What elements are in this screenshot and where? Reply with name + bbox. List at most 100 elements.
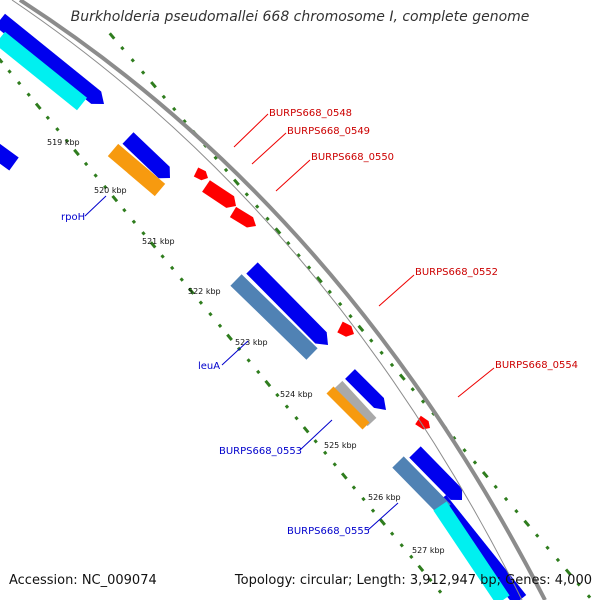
tick-mark [332, 462, 337, 467]
cds-rpoh-blue[interactable] [122, 132, 171, 179]
tick-mark [514, 509, 519, 514]
tick-mark [45, 115, 50, 120]
tick-mark [160, 254, 165, 259]
tick-mark [130, 58, 135, 63]
label-burps668-0554[interactable]: BURPS668_0554 [495, 360, 578, 371]
tick-mark [555, 557, 561, 563]
tick-mark [437, 589, 443, 594]
scale-label-524: 524 kbp [280, 390, 313, 399]
label-burps668-0549[interactable]: BURPS668_0549 [287, 126, 370, 137]
tick-mark [140, 70, 146, 75]
tick-mark [399, 543, 404, 548]
tick-mark [217, 323, 223, 328]
tick-mark [182, 119, 187, 124]
label-burps668-0550[interactable]: BURPS668_0550 [311, 152, 394, 163]
tick-mark [161, 94, 167, 100]
tick-mark [351, 485, 357, 490]
tick-mark [7, 69, 12, 74]
scale-label-523: 523 kbp [235, 338, 268, 347]
tick-mark [64, 138, 70, 144]
tick-mark [564, 568, 572, 576]
label-burps668-0553[interactable]: BURPS668_0553 [219, 446, 302, 457]
tick-mark [315, 276, 323, 284]
tick-mark [389, 362, 395, 368]
tick-mark [169, 265, 175, 271]
tick-mark [357, 324, 365, 333]
tick-mark [586, 594, 592, 599]
cds-upper-blue[interactable] [0, 13, 104, 104]
tick-mark [226, 333, 233, 341]
tick-mark [246, 358, 251, 363]
tick-mark [313, 439, 318, 444]
scale-label-521: 521 kbp [142, 237, 175, 246]
tick-mark [462, 448, 467, 453]
tick-mark [327, 289, 332, 295]
cds-burps668-0549[interactable] [202, 180, 236, 208]
tick-mark [398, 373, 406, 381]
tick-mark [122, 208, 127, 213]
tick-mark [233, 178, 240, 186]
tick-mark [348, 314, 353, 319]
tick-mark [131, 219, 137, 224]
tick-mark [265, 216, 270, 221]
genome-summary-text: Topology: circular; Length: 3,912,947 bp… [234, 573, 592, 588]
tick-mark [254, 204, 260, 209]
label-burps668-0552[interactable]: BURPS668_0552 [415, 267, 498, 278]
tick-mark [103, 184, 108, 190]
tick-mark [0, 57, 4, 64]
cds-0553-orange[interactable] [326, 386, 370, 430]
tick-mark [523, 519, 531, 528]
cds-leua-blue[interactable] [246, 262, 328, 345]
cds-burps668-0550[interactable] [229, 206, 256, 228]
tick-mark [323, 450, 328, 456]
scale-label-525: 525 kbp [324, 441, 357, 450]
tick-mark [296, 253, 301, 258]
tick-mark [409, 554, 414, 560]
tick-mark [284, 404, 290, 409]
tick-mark [493, 484, 498, 490]
tick-mark [452, 435, 457, 441]
tick-mark [150, 81, 157, 89]
tick-mark [256, 369, 261, 375]
scale-label-520: 520 kbp [94, 186, 127, 195]
tick-mark [306, 265, 312, 270]
tick-mark [179, 277, 184, 282]
cds-upper-blue-b[interactable] [0, 142, 19, 171]
label-burps668-0548[interactable]: BURPS668_0548 [269, 108, 352, 119]
blue-labels: rpoH leuA BURPS668_0553 BURPS668_0555 [61, 212, 370, 537]
tick-mark [108, 32, 116, 40]
tick-mark [55, 127, 60, 132]
rna-0555-cyan[interactable] [433, 501, 510, 600]
scale-label-527: 527 kbp [412, 546, 445, 555]
label-burps668-0555[interactable]: BURPS668_0555 [287, 526, 370, 537]
label-leua[interactable]: leuA [198, 361, 220, 372]
tick-mark [337, 301, 343, 307]
accession-text: Accession: NC_009074 [9, 573, 157, 588]
tick-mark [111, 195, 119, 203]
tick-mark [120, 45, 125, 51]
tick-mark [223, 167, 229, 173]
tick-mark [93, 173, 98, 178]
tick-mark [379, 350, 384, 355]
tick-mark [481, 471, 489, 479]
rna-upper-cyan[interactable] [0, 31, 87, 111]
red-labels: BURPS668_0548 BURPS668_0549 BURPS668_055… [269, 108, 578, 371]
cds-0555-blue[interactable] [409, 446, 463, 500]
tick-mark [472, 460, 478, 465]
cds-rpoh-orange[interactable] [107, 143, 166, 197]
cds-0555-bluegray[interactable] [392, 456, 451, 516]
cds-0553-blue[interactable] [345, 369, 386, 410]
backbone-inner [11, 0, 523, 600]
cds-leua-bluegray[interactable] [230, 274, 318, 360]
tick-mark [370, 508, 376, 513]
label-rpoh[interactable]: rpoH [61, 212, 85, 223]
tick-mark [198, 300, 204, 305]
cds-burps668-0552[interactable] [337, 321, 354, 337]
tick-mark [389, 531, 395, 536]
cds-burps668-0548[interactable] [193, 167, 208, 181]
cds-0553-gray[interactable] [333, 380, 377, 427]
red-label-leaders [233, 113, 495, 398]
tick-mark [244, 192, 249, 197]
tick-mark [213, 155, 218, 161]
